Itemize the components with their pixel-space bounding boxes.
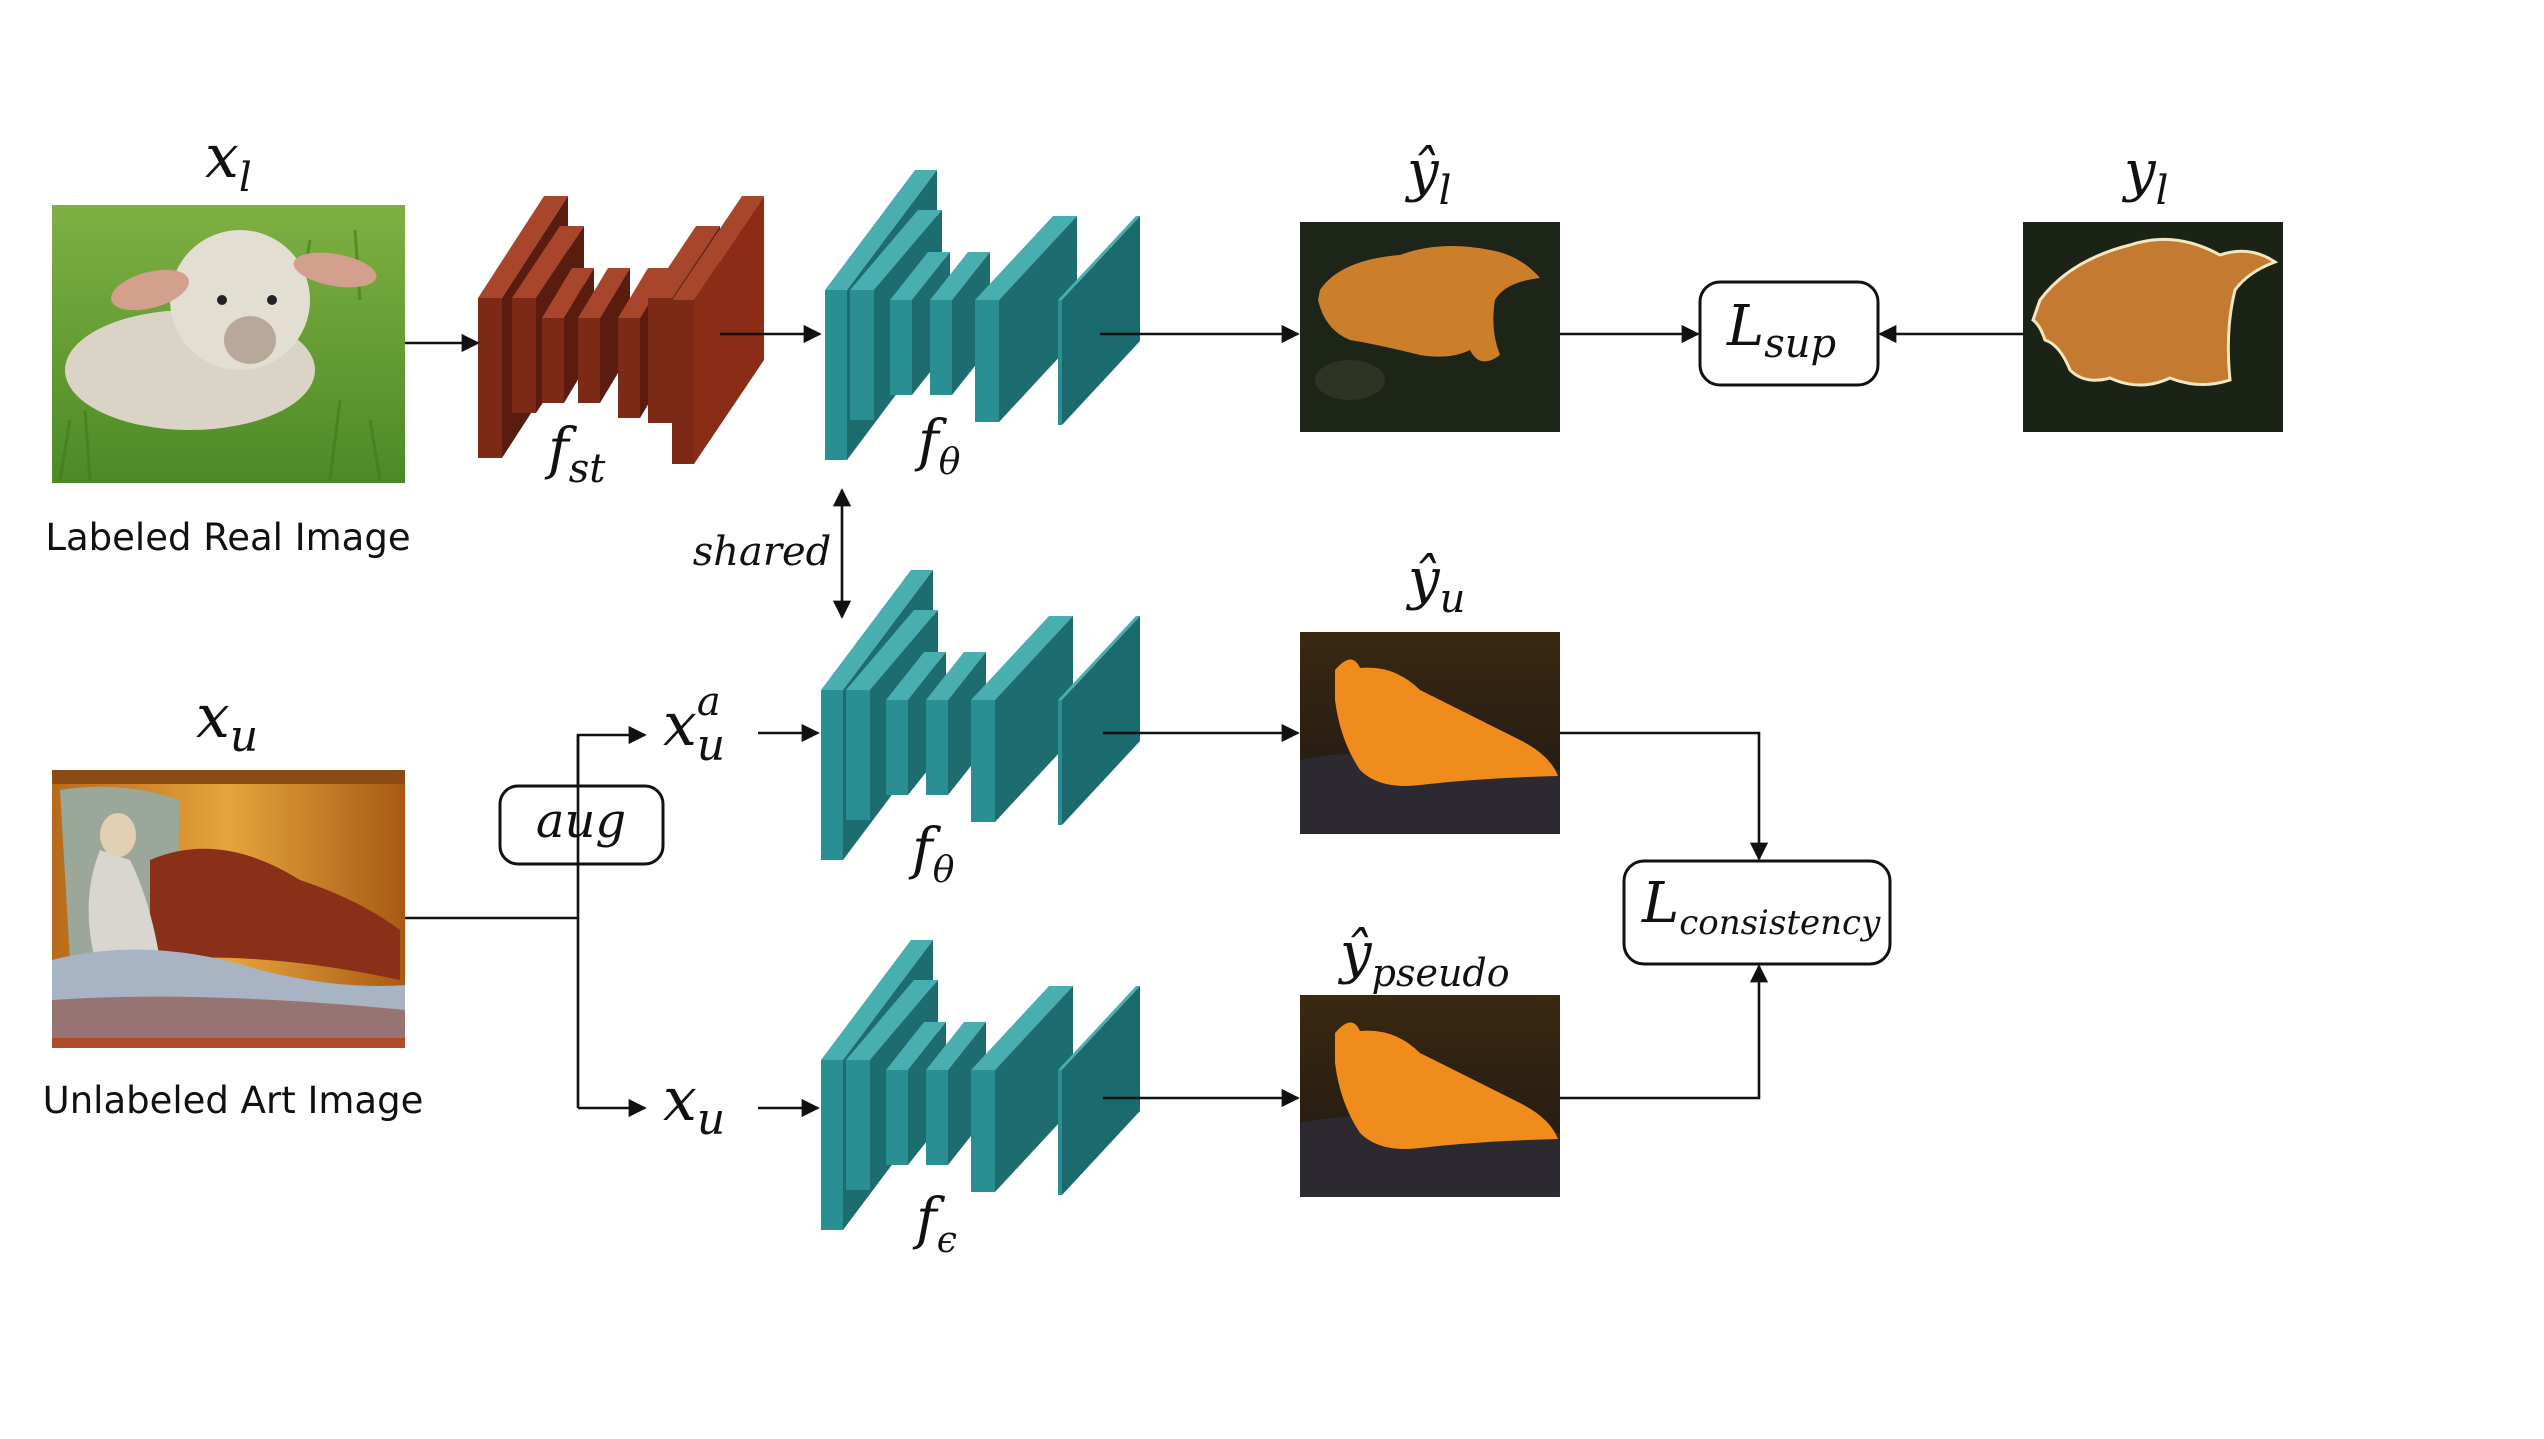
student-network-bottom	[821, 570, 1140, 860]
student-top-label: fθ	[914, 409, 961, 483]
consistency-loss-label: Lconsistency	[1641, 871, 1881, 943]
student-bottom-label: fθ	[908, 817, 955, 891]
style-transfer-network	[478, 196, 764, 464]
aug-box	[498, 784, 665, 866]
pred-labeled-mask-image	[1300, 222, 1560, 432]
unlabeled-art-image	[52, 770, 405, 1048]
pred-pseudo-mask-image	[1300, 995, 1560, 1197]
pred-labeled-symbol: ŷl	[1404, 139, 1451, 214]
labeled-image-caption: Labeled Real Image	[45, 516, 410, 559]
shared-label: shared	[693, 529, 832, 575]
connectors	[405, 324, 2023, 1118]
labeled-real-image	[52, 205, 405, 483]
consistency-loss-box	[1622, 859, 1892, 966]
labeled-input-symbol: xl	[205, 122, 252, 201]
pred-pseudo-symbol: ŷpseudo	[1337, 921, 1510, 995]
unlabeled-input-symbol: xu	[196, 682, 258, 762]
aug-label: aug	[536, 793, 626, 849]
ground-truth-mask-image	[2023, 222, 2283, 432]
pred-unlabeled-symbol: ŷu	[1405, 547, 1465, 622]
teacher-label: fϵ	[912, 1187, 957, 1261]
style-transfer-label: fst	[544, 417, 606, 492]
plain-input-symbol: xu	[663, 1065, 725, 1145]
student-network-top	[825, 170, 1140, 460]
unlabeled-image-caption: Unlabeled Art Image	[43, 1079, 424, 1122]
teacher-network	[821, 940, 1140, 1230]
ground-truth-symbol: yl	[2121, 139, 2168, 214]
pred-unlabeled-mask-image	[1300, 632, 1560, 834]
supervised-loss-label: Lsup	[1726, 294, 1836, 367]
supervised-loss-box	[1698, 280, 1880, 387]
